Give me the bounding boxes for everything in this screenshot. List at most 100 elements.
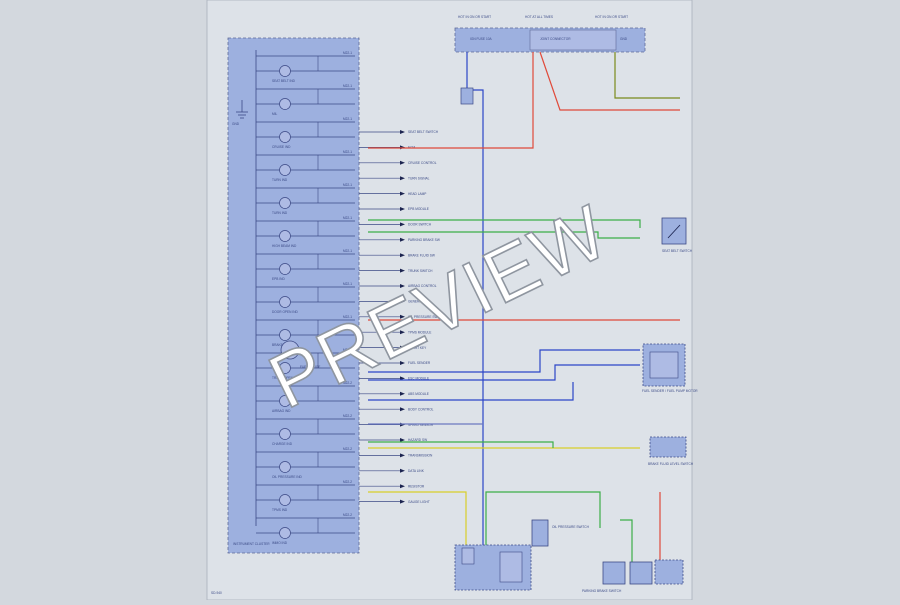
- signal-arrow: [400, 222, 405, 227]
- seat-belt-switch-label: SEAT BELT SWITCH: [662, 249, 693, 253]
- signal-label: ESC MODULE: [408, 377, 429, 381]
- signal-arrow: [400, 314, 405, 319]
- lamp-label: CRUISE IND: [272, 145, 291, 149]
- signal-label: DOOR SWITCH: [408, 223, 432, 227]
- oil-pressure-switch-label: OIL PRESSURE SWITCH: [552, 525, 590, 529]
- signal-arrow: [400, 130, 405, 134]
- lamp-label: TURN IND: [272, 211, 288, 215]
- brake-fluid-switch-label: BRAKE FLUID LEVEL SWITCH: [648, 462, 694, 466]
- fuel-sender-inner: [649, 351, 679, 379]
- lamp-bulb-icon: [279, 395, 291, 407]
- lamp-bulb-icon: [279, 263, 291, 275]
- ground-label: GND: [232, 122, 240, 126]
- main-wires: [368, 51, 680, 590]
- signal-arrow: [400, 468, 405, 473]
- lamp-connector: M22-1: [343, 117, 352, 121]
- signal-label: SMART KEY: [408, 346, 427, 350]
- lamp-connector: M22-1: [343, 183, 352, 187]
- lamp-connector: M22-1: [343, 282, 352, 286]
- lamp-bulb-icon: [279, 461, 291, 473]
- signal-label: HEAD LAMP: [408, 192, 426, 196]
- lamp-bulb-icon: [279, 527, 291, 539]
- signal-label: PARKING BRAKE SW: [408, 238, 440, 242]
- signal-label: ABS MODULE: [408, 392, 429, 396]
- lamp-bulb-icon: [279, 131, 291, 143]
- signal-arrow: [400, 330, 405, 335]
- green-lower-wire: [485, 491, 601, 545]
- joint-connector-inner: [529, 29, 617, 51]
- lamp-label: EPB IND: [272, 277, 285, 281]
- signal-arrow: [400, 407, 405, 412]
- signal-label: BRAKE FLUID SW: [408, 253, 435, 257]
- lamp-connector: M22-1: [343, 348, 352, 352]
- signal-arrow: [400, 176, 405, 181]
- top-label-left: IGN FUSE 10A: [470, 37, 492, 41]
- lamp-label: MIL: [272, 112, 278, 116]
- brake-fluid-switch: [649, 436, 687, 458]
- lower-relay-inner: [461, 547, 475, 565]
- parking-brake-switch-label: PARKING BRAKE SWITCH: [582, 589, 622, 593]
- signal-label: TRUNK SWITCH: [408, 269, 433, 273]
- signal-label: EPB MODULE: [408, 207, 429, 211]
- lamp-label: AIRBAG IND: [272, 409, 291, 413]
- lamp-bulb-icon: [279, 296, 291, 308]
- signal-label: AIRBAG CONTROL: [408, 284, 437, 288]
- lamp-connector: M22-2: [343, 381, 352, 385]
- lamp-connector: M22-1: [343, 51, 352, 55]
- signal-arrow: [400, 299, 405, 304]
- signal-arrow: [400, 453, 405, 458]
- signal-label: RESISTOR: [408, 484, 425, 488]
- cluster-title: INSTRUMENT CLUSTER: [233, 542, 270, 546]
- lamp-connector: M22-1: [343, 84, 352, 88]
- lamp-label: CHARGE IND: [272, 442, 293, 446]
- signal-label: TRANSMISSION: [408, 454, 433, 458]
- red-battery-wire-right: [539, 51, 680, 111]
- signal-arrow: [400, 191, 405, 196]
- lamp-connector: M22-1: [343, 315, 352, 319]
- signal-arrow: [400, 345, 405, 350]
- ground-symbol: [236, 100, 248, 119]
- blue-fuel-wire-1: [368, 349, 640, 373]
- signal-label: OIL PRESSURE SW: [408, 315, 437, 319]
- green-seatbelt-wire-2: [368, 231, 640, 239]
- signal-arrow: [400, 268, 405, 273]
- signal-label: GAUGE LIGHT: [408, 500, 430, 504]
- lamp-bulb-icon: [279, 197, 291, 209]
- parking-brake-switch: [602, 561, 626, 585]
- signal-arrow: [400, 237, 405, 242]
- lamp-label: HIGH BEAM IND: [272, 244, 297, 248]
- top-heading-right: HOT IN ON OR START: [595, 15, 628, 19]
- oil-pressure-switch: [531, 519, 549, 547]
- signal-label: SEAT BELT SWITCH: [408, 130, 439, 134]
- signal-arrow: [400, 391, 405, 396]
- lower-relay-inner-2: [499, 551, 523, 583]
- lamp-connector: M22-1: [343, 216, 352, 220]
- signal-label: CRUISE CONTROL: [408, 161, 437, 165]
- blue-fuel-wire-3: [368, 382, 574, 401]
- signal-arrow: [400, 499, 405, 504]
- signal-label: HAZARD SW: [408, 438, 427, 442]
- lamp-connector: M22-2: [343, 513, 352, 517]
- lamp-bulb-icon: [279, 65, 291, 77]
- signal-label: TPMS MODULE: [408, 330, 431, 334]
- lower-right-module: [654, 559, 684, 585]
- signal-arrow: [400, 284, 405, 288]
- blue-fuel-wire-2: [368, 364, 640, 381]
- lamp-bulb-icon: [279, 494, 291, 506]
- fuel-gauge-symbol: [280, 340, 300, 360]
- lamp-bulb-icon: [279, 362, 291, 374]
- seat-belt-switch-contact: [667, 224, 681, 239]
- lamp-bulb-icon: [279, 329, 291, 341]
- lamp-label: DOOR OPEN IND: [272, 310, 299, 314]
- olive-ground-wire: [614, 52, 680, 99]
- lamp-label: TURN IND: [272, 178, 288, 182]
- top-heading-mid: HOT AT ALL TIMES: [525, 15, 553, 19]
- lamp-label: TPMS IND: [272, 508, 288, 512]
- lamp-label: IMMO IND: [272, 541, 288, 545]
- lamp-bulb-icon: [279, 98, 291, 110]
- signal-label: SPEED SENSOR: [408, 423, 434, 427]
- signal-arrow: [400, 160, 405, 165]
- page-reference: SD-940: [211, 591, 222, 595]
